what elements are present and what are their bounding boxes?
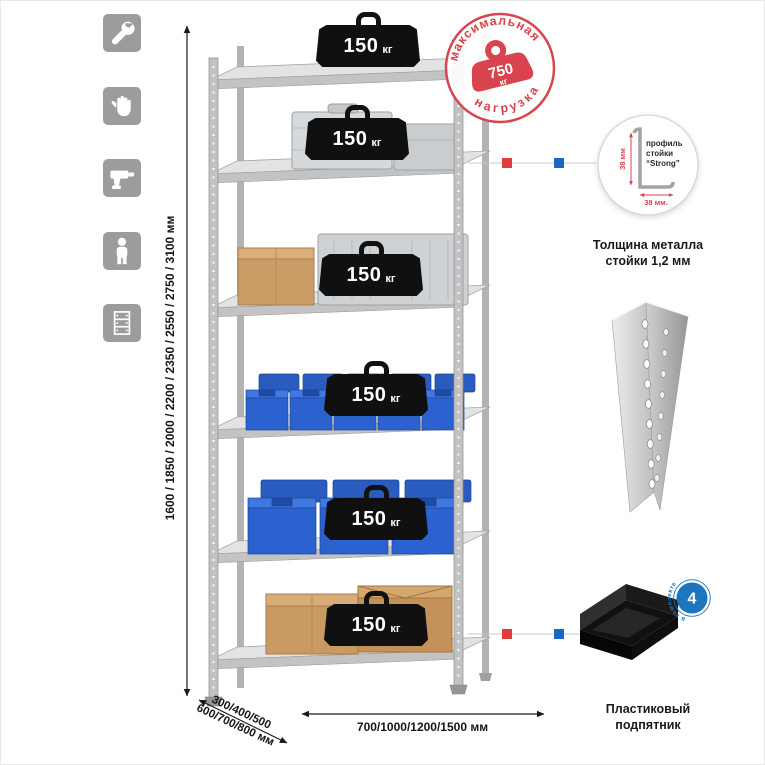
person-icon <box>103 232 141 270</box>
foot-count-badge: 4 в комплекте <box>668 579 711 622</box>
load-unit: кг <box>390 516 401 529</box>
plastic-foot-image <box>580 584 678 660</box>
wrench-glyph <box>111 21 135 45</box>
shelf-1 <box>209 56 491 90</box>
height-dimensions-label: 1600 / 1850 / 2000 / 2200 / 2350 / 2550 … <box>163 215 177 521</box>
profile-dim-vertical: 38 мм <box>618 148 627 170</box>
load-unit: кг <box>371 136 382 149</box>
load-unit: кг <box>382 43 393 56</box>
foot-marker-blue <box>554 629 564 639</box>
weight-handle <box>363 591 389 606</box>
foot-marker-red <box>502 629 512 639</box>
depth-dimension-line <box>198 699 288 744</box>
foot-caption: Пластиковый подпятник <box>563 701 733 734</box>
weight-handle <box>363 361 389 376</box>
weight-handle <box>363 485 389 500</box>
profile-marker-blue <box>554 158 564 168</box>
weight-handle <box>358 241 384 256</box>
load-value: 150 <box>346 263 382 286</box>
weight-handle <box>344 105 370 120</box>
profile-label-1: профиль <box>646 139 683 148</box>
stamp-value: 750 <box>487 60 515 83</box>
profile-drawing <box>632 127 675 189</box>
profile-label-2: стойки <box>646 149 673 158</box>
load-value: 150 <box>351 507 387 530</box>
profile-caption-line2: стойки 1,2 мм <box>605 254 691 269</box>
drill-glyph <box>110 170 135 189</box>
back-right-post <box>482 34 489 676</box>
load-unit: кг <box>385 272 396 285</box>
weight-handle <box>355 12 381 27</box>
drill-icon <box>103 159 141 197</box>
glove-icon <box>103 87 141 125</box>
load-value: 150 <box>351 613 387 636</box>
glove-glyph <box>111 95 131 117</box>
profile-marker-red <box>502 158 512 168</box>
back-left-post <box>237 46 244 688</box>
angle-post-image <box>611 301 689 513</box>
load-value: 150 <box>332 127 368 150</box>
profile-callout: 38 мм 38 мм. профиль стойки “Strong” <box>597 114 699 216</box>
stamp-unit: кг <box>498 76 508 88</box>
stamp-weight-body <box>471 52 534 92</box>
foot-caption-line2: подпятник <box>615 718 681 733</box>
load-value: 150 <box>343 34 379 57</box>
person-glyph <box>116 237 128 265</box>
load-value: 150 <box>351 383 387 406</box>
load-unit: кг <box>390 622 401 635</box>
profile-label-3: “Strong” <box>646 159 680 168</box>
width-dimensions-label: 700/1000/1200/1500 мм <box>356 720 489 734</box>
rack-icon <box>103 304 141 342</box>
foot-caption-line1: Пластиковый <box>605 702 691 716</box>
front-right-foot <box>449 684 468 695</box>
badge-value: 4 <box>688 591 697 608</box>
rack-glyph <box>113 311 131 335</box>
profile-dim-horizontal: 38 мм. <box>644 198 668 207</box>
profile-caption-line1: Толщина металла <box>592 238 704 252</box>
max-load-stamp: максимальная нагрузка 750 кг <box>438 3 556 124</box>
load-unit: кг <box>390 392 401 405</box>
wrench-icon <box>103 14 141 52</box>
profile-caption: Толщина металла стойки 1,2 мм <box>563 237 733 270</box>
